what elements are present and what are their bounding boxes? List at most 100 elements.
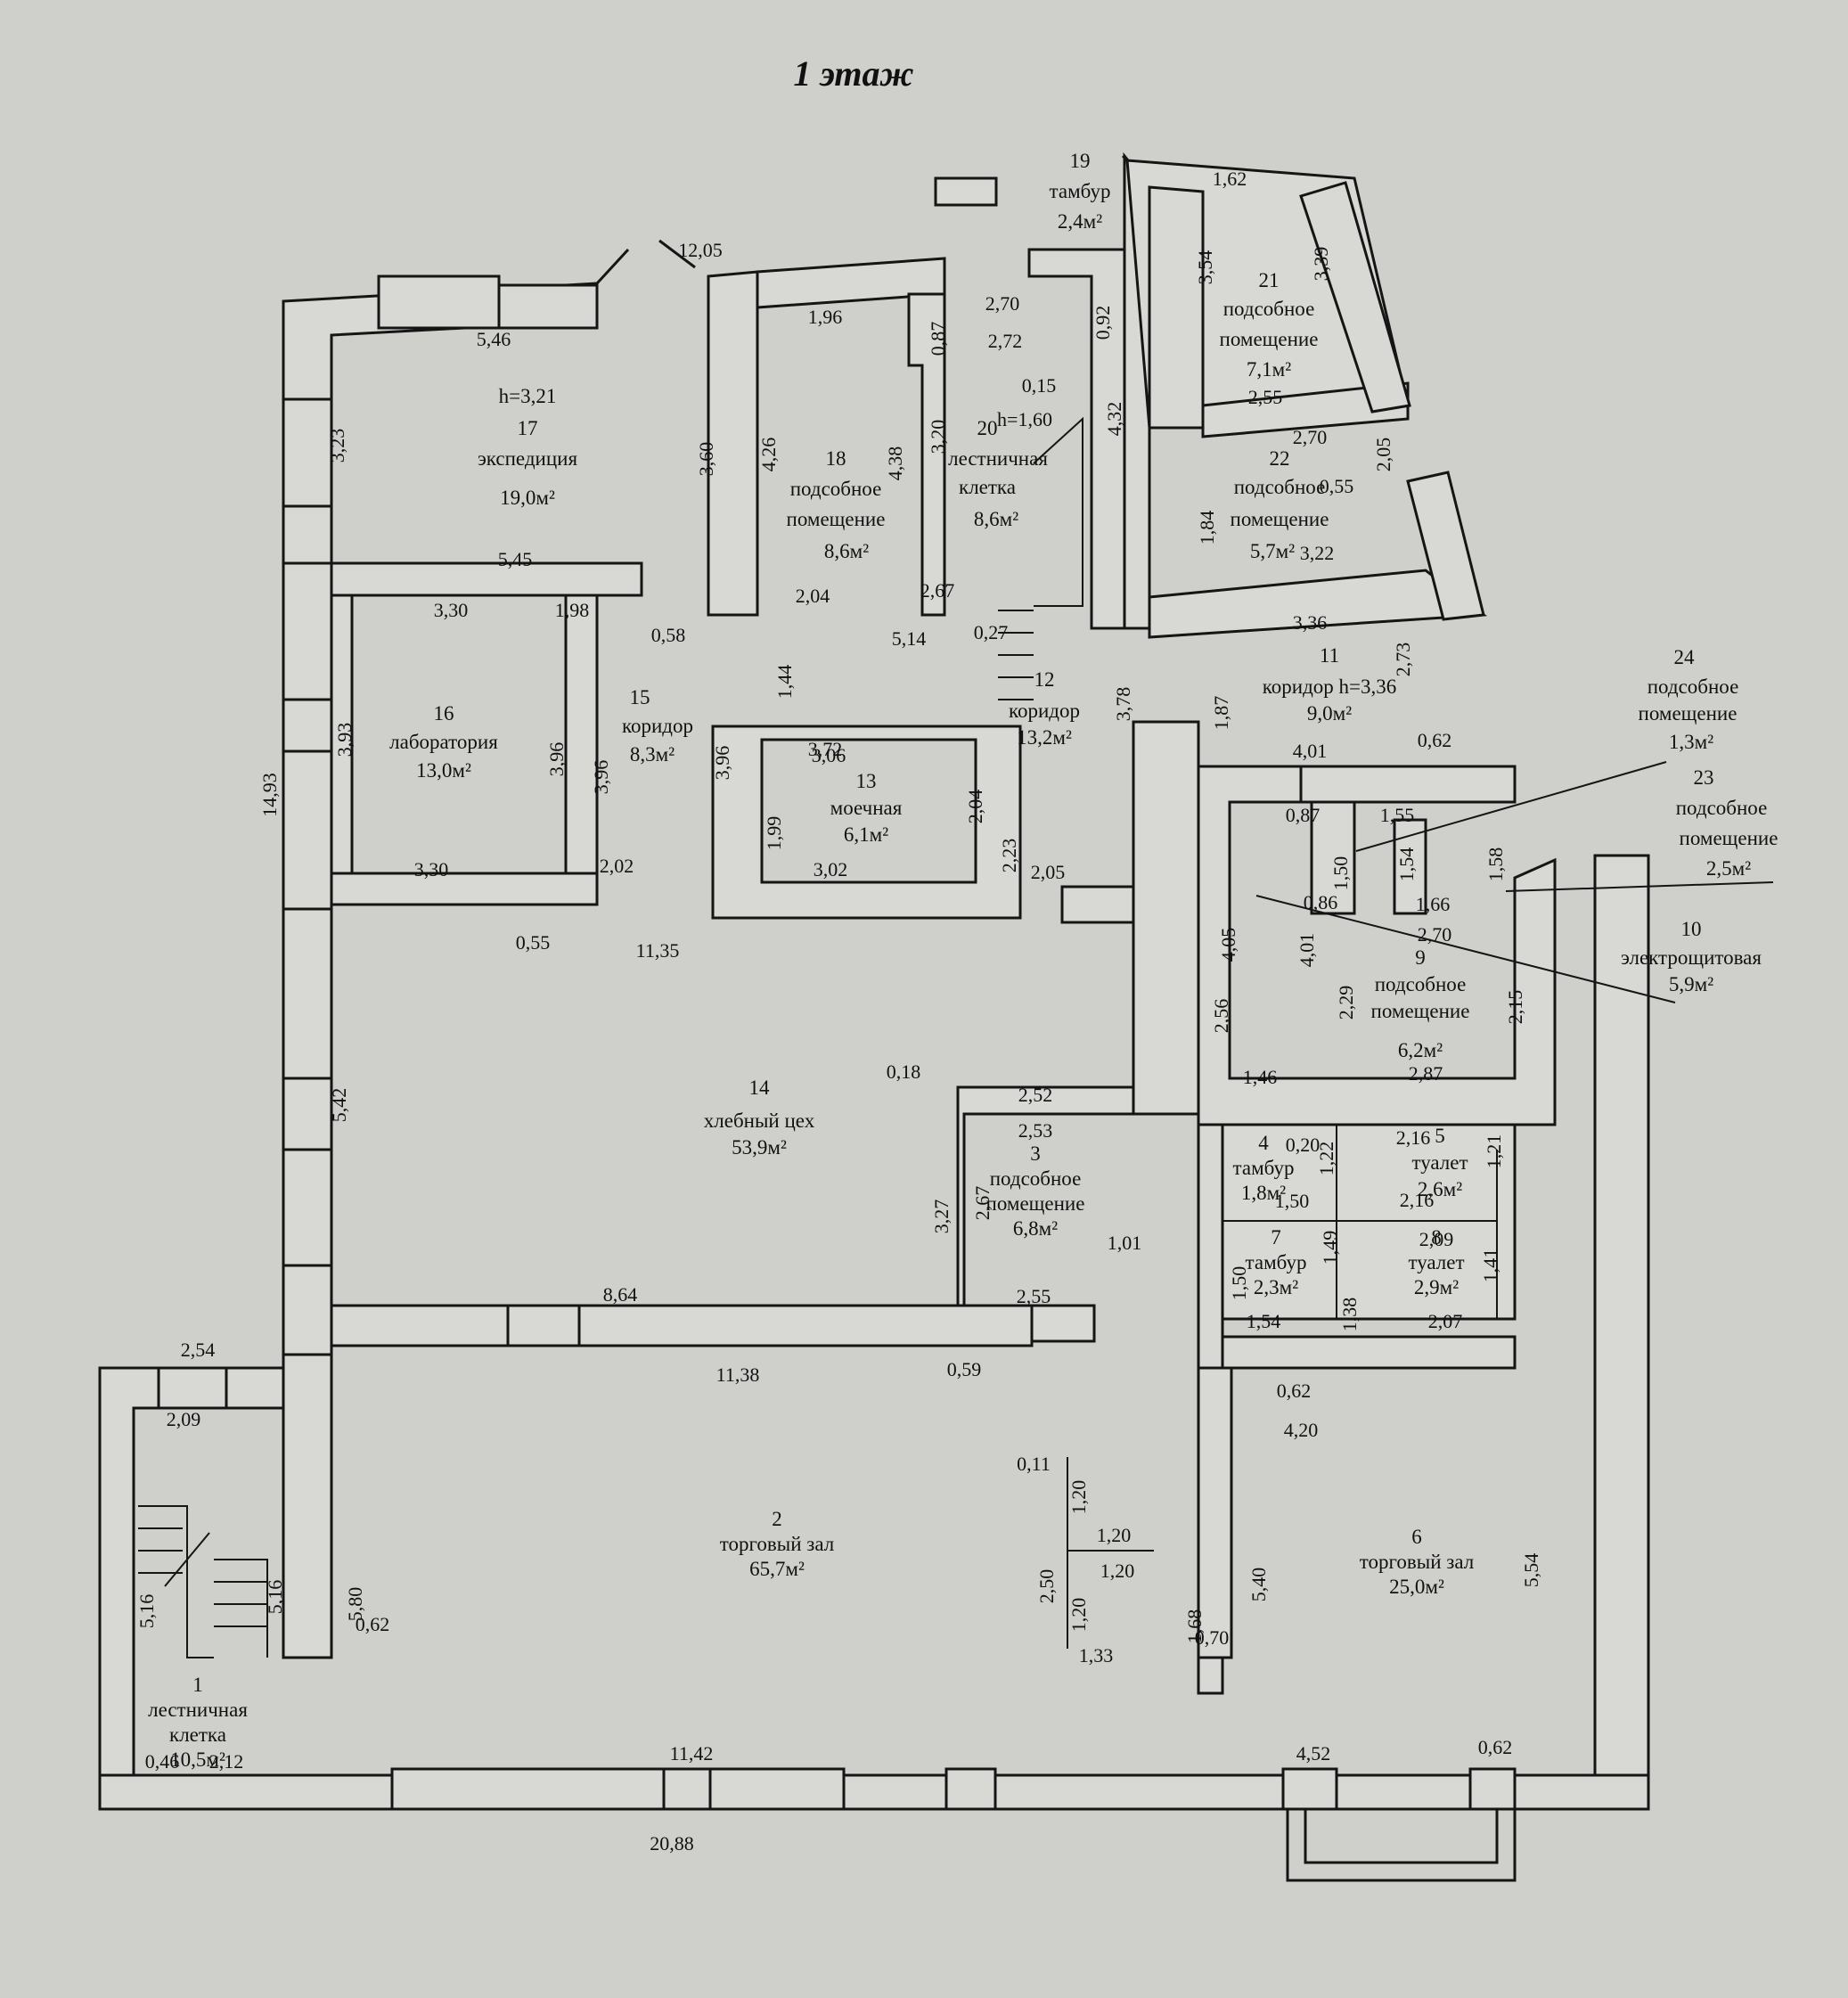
- svg-text:6,8м²: 6,8м²: [1013, 1217, 1058, 1240]
- svg-text:коридор h=3,36: коридор h=3,36: [1263, 676, 1397, 698]
- svg-text:15: 15: [630, 686, 650, 708]
- dimension-label: 0,18: [887, 1060, 921, 1083]
- svg-text:8: 8: [1431, 1226, 1442, 1249]
- dimension-label: 3,02: [814, 858, 848, 880]
- dimension-label: 3,39: [1310, 247, 1332, 282]
- svg-text:1: 1: [192, 1674, 203, 1696]
- dimension-label: h=1,60: [997, 408, 1052, 430]
- dimension-label: 1,44: [773, 665, 796, 700]
- dimension-label: 2,12: [209, 1750, 244, 1773]
- dimension-label: 3,22: [1300, 542, 1335, 564]
- dimension-label: 3,30: [414, 858, 449, 880]
- dimension-label: 2,05: [1372, 438, 1394, 472]
- dimension-label: 1,50: [1228, 1266, 1250, 1301]
- svg-text:подсобное: подсобное: [1676, 797, 1768, 819]
- dimension-label: 1,22: [1315, 1142, 1337, 1176]
- dimension-label: 1,96: [808, 306, 843, 328]
- dimension-label: 5,16: [135, 1594, 158, 1629]
- dimension-label: 2,55: [1248, 386, 1283, 408]
- svg-text:4: 4: [1258, 1132, 1269, 1154]
- svg-text:2,5м²: 2,5м²: [1706, 857, 1751, 880]
- svg-text:18: 18: [826, 447, 846, 470]
- dimension-label: 5,42: [328, 1088, 350, 1123]
- dimension-label: 1,50: [1329, 856, 1352, 891]
- dimension-label: 1,84: [1196, 511, 1218, 545]
- svg-text:1,3м²: 1,3м²: [1669, 731, 1713, 753]
- svg-text:лестничная: лестничная: [948, 447, 1048, 470]
- dimension-label: 1,54: [1395, 848, 1418, 882]
- leader-lines: [1255, 761, 1774, 1003]
- dimension-label: 2,67: [971, 1186, 994, 1221]
- dimension-label: 0,62: [1478, 1736, 1513, 1758]
- dimension-label: 5,80: [344, 1587, 366, 1622]
- dimension-label: 2,73: [1392, 643, 1414, 677]
- svg-text:5,7м²: 5,7м²: [1250, 540, 1295, 562]
- svg-text:помещение: помещение: [1639, 702, 1738, 725]
- dimension-label: 3,93: [333, 723, 356, 757]
- svg-text:хлебный цех: хлебный цех: [704, 1110, 815, 1132]
- dimension-label: 0,20: [1286, 1134, 1321, 1156]
- svg-text:2: 2: [772, 1508, 782, 1530]
- svg-text:21: 21: [1259, 269, 1280, 291]
- dimension-label: 0,15: [1022, 374, 1057, 397]
- svg-text:19,0м²: 19,0м²: [500, 487, 555, 509]
- dimension-label: 0,11: [1017, 1453, 1051, 1475]
- svg-text:подсобное: подсобное: [790, 478, 882, 500]
- interior-walls: [330, 154, 1557, 1695]
- dimension-label: 0,55: [1320, 475, 1354, 497]
- dimension-label: 2,07: [1428, 1310, 1463, 1332]
- dimension-label: 1,98: [555, 599, 590, 621]
- svg-text:2,4м²: 2,4м²: [1058, 210, 1102, 233]
- dimension-label: 0,86: [1304, 891, 1338, 913]
- svg-text:8,6м²: 8,6м²: [824, 540, 869, 562]
- dimension-label: 2,53: [1018, 1119, 1053, 1142]
- dimension-label: 2,54: [181, 1339, 216, 1361]
- dimension-label: 2,15: [1504, 990, 1526, 1025]
- dimension-label: 0,46: [145, 1750, 180, 1773]
- svg-text:14: 14: [749, 1077, 771, 1099]
- dimension-label: 11,42: [670, 1742, 714, 1765]
- dimension-label: 4,01: [1293, 740, 1328, 762]
- svg-text:помещение: помещение: [986, 1192, 1085, 1215]
- svg-text:10: 10: [1681, 918, 1702, 940]
- svg-text:электрощитовая: электрощитовая: [1621, 946, 1762, 969]
- svg-text:туалет: туалет: [1411, 1151, 1468, 1174]
- dimension-label: 3,96: [711, 746, 733, 781]
- svg-text:8,3м²: 8,3м²: [630, 743, 675, 766]
- svg-text:10,5м²: 10,5м²: [170, 1748, 225, 1771]
- svg-text:1,8м²: 1,8м²: [1241, 1182, 1286, 1204]
- svg-text:24: 24: [1674, 646, 1696, 668]
- svg-text:22: 22: [1270, 447, 1290, 470]
- dimension-label: 8,64: [603, 1283, 638, 1306]
- stair-details: [138, 416, 1083, 1658]
- svg-text:экспедиция: экспедиция: [478, 447, 578, 470]
- dimension-label: 1,50: [1275, 1190, 1310, 1212]
- dimension-label: 0,62: [1277, 1380, 1312, 1402]
- dimension-label: 2,70: [1418, 923, 1452, 946]
- dimension-label: 2,09: [1419, 1228, 1454, 1250]
- svg-text:торговый зал: торговый зал: [1360, 1551, 1474, 1573]
- dimension-label: 4,38: [884, 446, 906, 481]
- dimension-label: 0,62: [356, 1613, 390, 1635]
- dimension-label: 3,20: [927, 420, 949, 454]
- dimension-label: 1,68: [1183, 1609, 1206, 1644]
- svg-text:h=3,21: h=3,21: [499, 385, 557, 407]
- dimension-label: 3,96: [545, 742, 568, 777]
- dimension-label: 1,33: [1079, 1644, 1114, 1666]
- dimension-label: 3,78: [1112, 687, 1134, 722]
- dimension-label: 0,27: [974, 621, 1009, 643]
- svg-text:53,9м²: 53,9м²: [732, 1136, 787, 1159]
- svg-text:тамбур: тамбур: [1050, 180, 1111, 202]
- dimension-label: 2,70: [1293, 426, 1328, 448]
- svg-text:2,9м²: 2,9м²: [1414, 1276, 1459, 1298]
- svg-text:тамбур: тамбур: [1246, 1251, 1307, 1273]
- dimension-label: 1,41: [1479, 1249, 1501, 1283]
- svg-text:6,1м²: 6,1м²: [844, 823, 888, 846]
- dimension-label: 2,05: [1031, 861, 1066, 883]
